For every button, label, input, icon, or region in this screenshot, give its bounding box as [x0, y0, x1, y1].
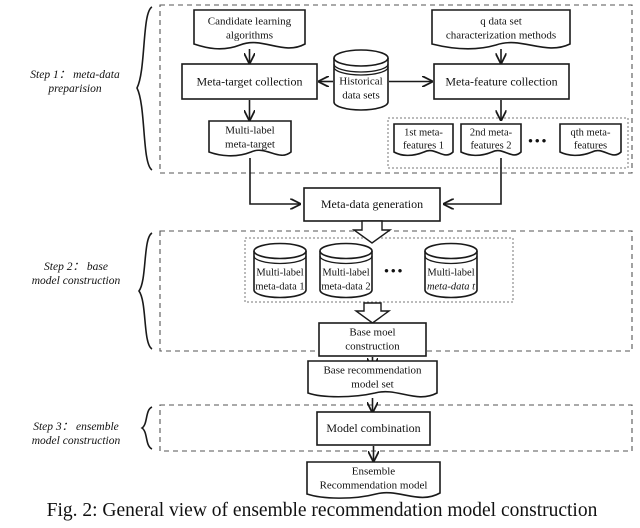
- characterization-methods-line1: q data set: [480, 16, 522, 28]
- figure-caption: Fig. 2: General view of ensemble recomme…: [46, 500, 598, 521]
- step-1-brace: [136, 6, 153, 171]
- historical-data-sets-line2: data sets: [342, 90, 380, 102]
- meta-features-group-box: [387, 117, 629, 169]
- step-1-label: Step 1： meta-data preparision: [10, 68, 140, 96]
- historical-data-sets-line1: Historical: [339, 76, 382, 88]
- meta-target-collection-label: Meta-target collection: [196, 74, 302, 88]
- meta-features-1-line2: features 1: [403, 140, 444, 151]
- multilabel-meta-target-line2: meta-target: [225, 139, 275, 151]
- step-3-label-line2: model construction: [31, 435, 121, 447]
- node-multilabel-meta-data-1: Multi-label meta-data 1: [253, 242, 307, 299]
- step-1-label-line2: preparision: [48, 83, 102, 95]
- step-2-label-line1: Step 2： base: [44, 261, 108, 273]
- meta-features-q-line1: qth meta-: [571, 127, 611, 138]
- node-ensemble-recommendation-model: Ensemble Recommendation model: [306, 461, 441, 499]
- node-meta-features-2: 2nd meta- features 2: [460, 123, 522, 157]
- multilabel-meta-data-t-line2: meta-data t: [427, 281, 476, 292]
- step-2-label-line2: model construction: [31, 275, 121, 287]
- node-meta-feature-collection: Meta-feature collection: [433, 63, 570, 100]
- node-base-recommendation-model-set: Base recommendation model set: [307, 360, 438, 398]
- step-1-label-line1: Step 1： meta-data: [30, 69, 120, 81]
- base-recommendation-model-set-line2: model set: [351, 379, 393, 391]
- node-multilabel-meta-data-t: Multi-label meta-data t: [424, 242, 478, 299]
- characterization-methods-line2: characterization methods: [446, 30, 556, 42]
- node-base-model-construction: Base moel construction: [318, 322, 427, 357]
- ensemble-recommendation-model-line2: Recommendation model: [320, 480, 428, 492]
- node-meta-data-generation: Meta-data generation: [303, 187, 441, 222]
- node-meta-features-q: qth meta- features: [559, 123, 622, 157]
- meta-features-1-line1: 1st meta-: [404, 127, 443, 138]
- node-model-combination: Model combination: [316, 411, 431, 446]
- block-arrow-generation-to-metadata: [351, 220, 393, 244]
- meta-feature-collection-label: Meta-feature collection: [445, 74, 557, 88]
- meta-features-ellipsis: •••: [528, 134, 548, 150]
- node-characterization-methods: q data set characterization methods: [431, 9, 571, 50]
- block-arrow-metadata-to-base-model: [353, 302, 392, 324]
- node-historical-data-sets: Historical data sets: [333, 49, 389, 111]
- step-2-label: Step 2： base model construction: [6, 260, 146, 288]
- meta-data-ellipsis: •••: [384, 264, 404, 280]
- connector-meta-features-to-generation: [444, 158, 502, 204]
- base-recommendation-model-set-line1: Base recommendation: [323, 365, 422, 377]
- step-3-brace: [140, 406, 153, 450]
- model-combination-label: Model combination: [326, 421, 420, 435]
- node-meta-features-1: 1st meta- features 1: [393, 123, 454, 157]
- meta-features-2-line2: features 2: [470, 140, 511, 151]
- node-candidate-algorithms: Candidate learning algorithms: [193, 9, 306, 50]
- multilabel-meta-data-1-line2: meta-data 1: [255, 281, 304, 292]
- step-1-group-box: [159, 4, 633, 174]
- node-multilabel-meta-target: Multi-label meta-target: [208, 120, 292, 157]
- meta-features-2-line1: 2nd meta-: [470, 127, 513, 138]
- step-3-label-line1: Step 3： ensemble: [33, 421, 119, 433]
- connector-meta-target-to-generation: [249, 158, 300, 204]
- multilabel-meta-data-t-line1: Multi-label: [427, 267, 474, 278]
- node-multilabel-meta-data-2: Multi-label meta-data 2: [319, 242, 373, 299]
- candidate-algorithms-line1: Candidate learning: [208, 16, 292, 28]
- meta-features-q-line2: features: [574, 140, 607, 151]
- step-3-label: Step 3： ensemble model construction: [6, 420, 146, 448]
- step-3-group-box: [159, 404, 633, 452]
- multilabel-meta-data-1-line1: Multi-label: [256, 267, 303, 278]
- meta-data-generation-label: Meta-data generation: [321, 197, 423, 211]
- step-2-brace: [138, 232, 153, 350]
- base-model-construction-line1: Base moel: [349, 327, 395, 339]
- multilabel-meta-data-2-line2: meta-data 2: [321, 281, 370, 292]
- ensemble-recommendation-model-line1: Ensemble: [352, 466, 395, 478]
- multilabel-meta-target-line1: Multi-label: [225, 125, 275, 137]
- multilabel-meta-data-2-line1: Multi-label: [322, 267, 369, 278]
- node-meta-target-collection: Meta-target collection: [181, 63, 318, 100]
- candidate-algorithms-line2: algorithms: [226, 30, 273, 42]
- base-model-construction-line2: construction: [345, 341, 400, 353]
